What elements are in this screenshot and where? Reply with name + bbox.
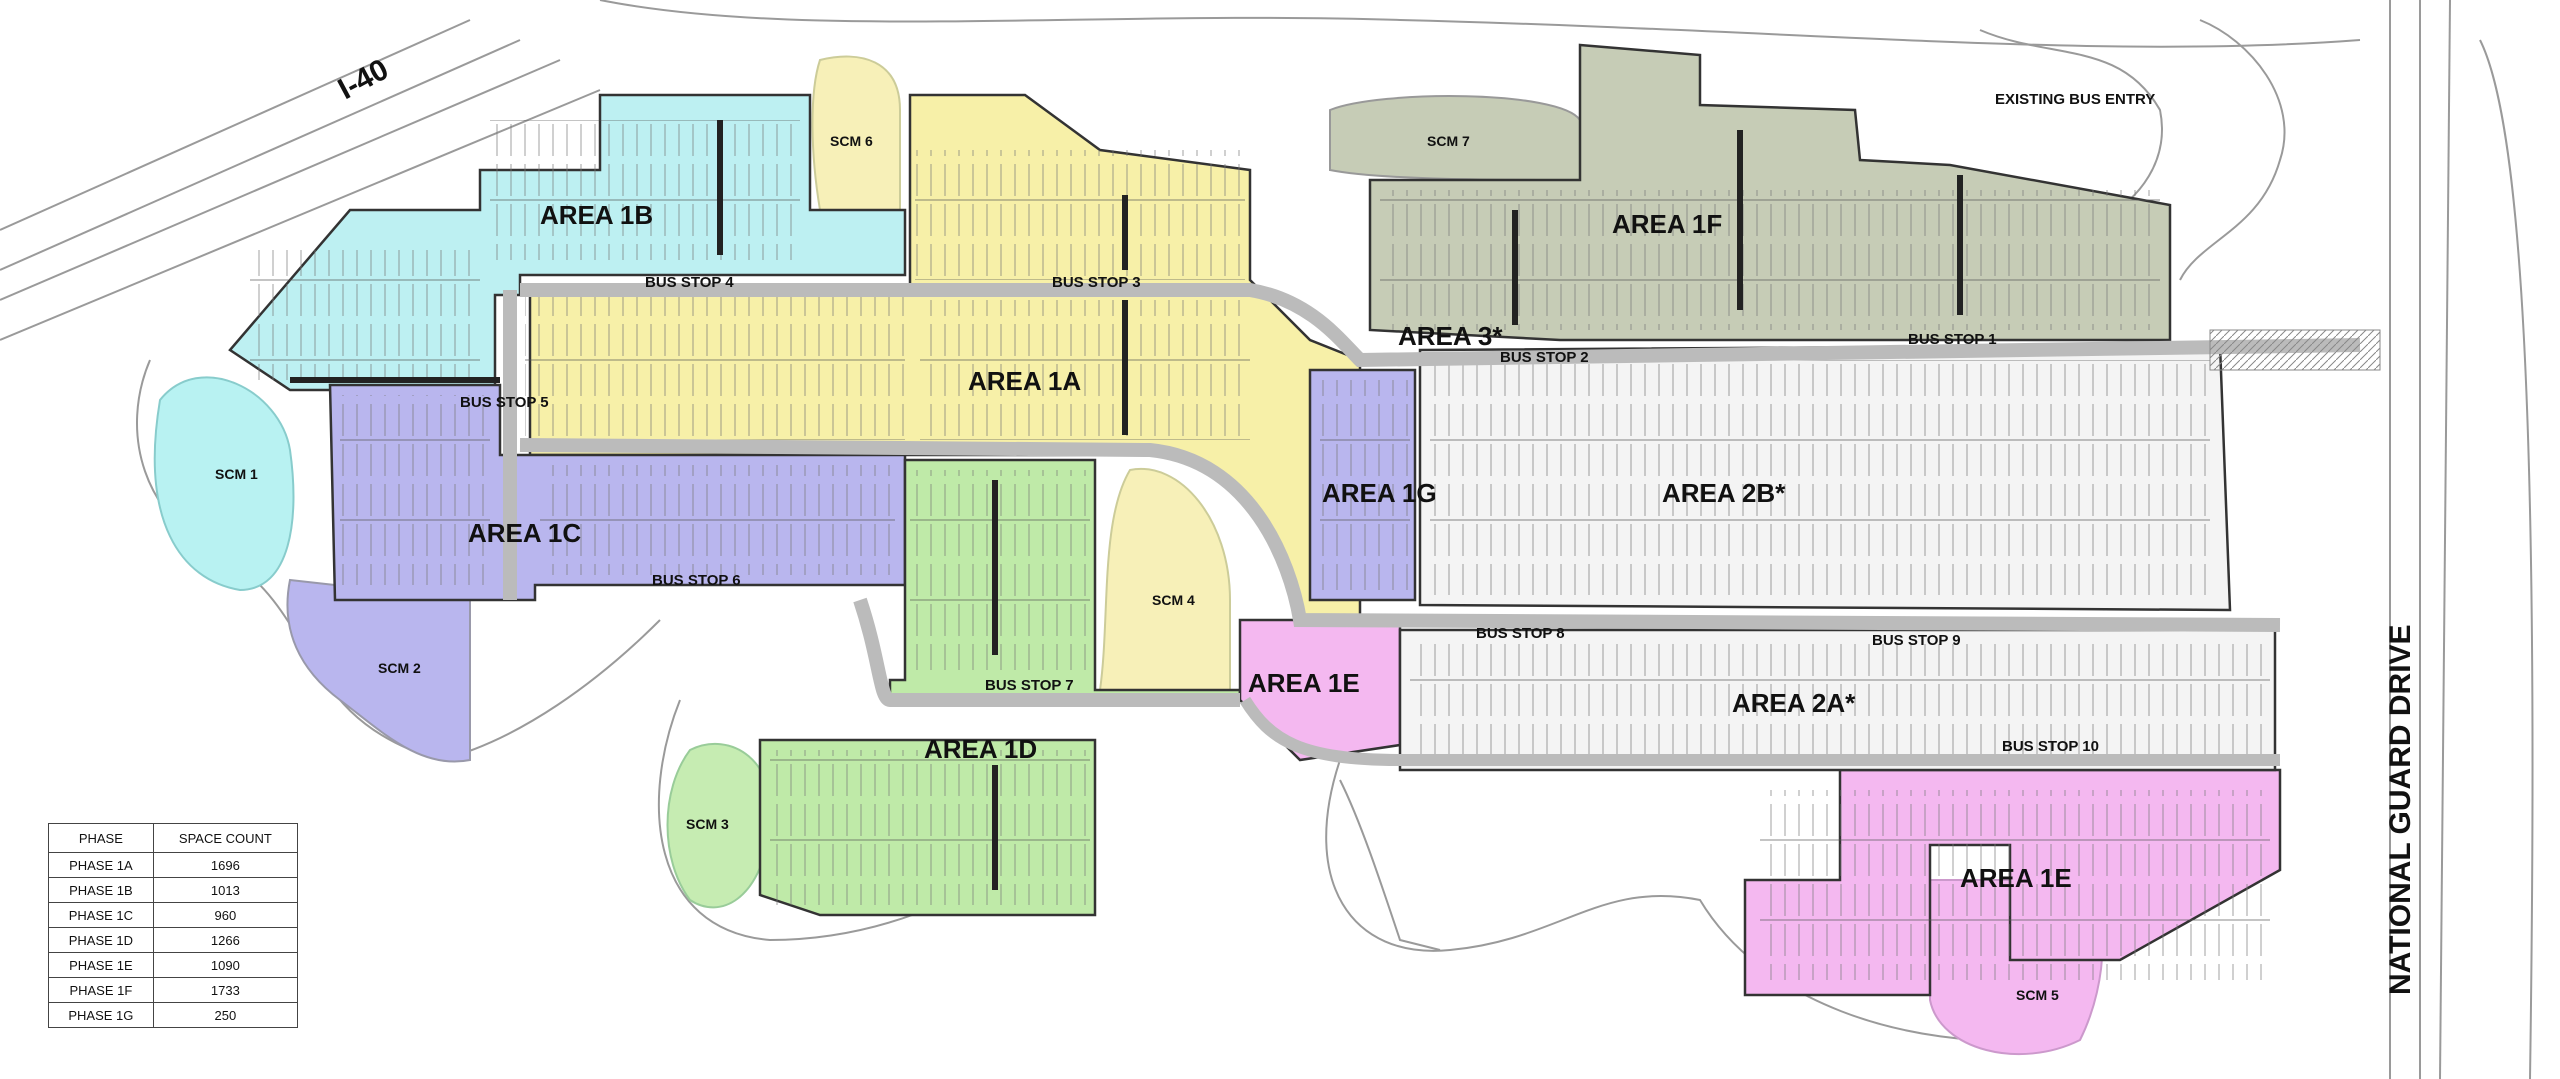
phase-cell: PHASE 1D: [48, 927, 154, 953]
table-row: PHASE 1D 1266: [48, 927, 299, 953]
table-row: PHASE 1G 250: [48, 1002, 299, 1028]
space-count-cell: 1266: [152, 927, 299, 953]
bus-stop-label: BUS STOP 3: [1052, 274, 1141, 291]
table-row: PHASE 1B 1013: [48, 877, 299, 903]
area-label: AREA 1G: [1322, 478, 1437, 508]
scm-label: SCM 7: [1427, 133, 1470, 149]
area-label: AREA 1E: [1960, 863, 2072, 893]
area-label: AREA 1E: [1248, 668, 1360, 698]
bus-stop-label: BUS STOP 9: [1872, 632, 1961, 649]
area-label: AREA 1D: [924, 734, 1037, 764]
driveways: [503, 283, 2381, 766]
table-header-row: PHASE SPACE COUNT: [48, 823, 299, 853]
space-count-cell: 1013: [152, 877, 299, 903]
phase-cell: PHASE 1G: [48, 1002, 154, 1028]
space-count-cell: 250: [152, 1002, 299, 1028]
space-count-cell: 960: [152, 902, 299, 928]
scm-label: SCM 1: [215, 466, 258, 482]
scm-label: SCM 4: [1152, 592, 1195, 608]
phase-cell: PHASE 1E: [48, 952, 154, 978]
bus-stop-label: BUS STOP 8: [1476, 625, 1565, 642]
scm-label: SCM 3: [686, 816, 729, 832]
scm-label: SCM 5: [2016, 987, 2059, 1003]
map-labels: I-40 NATIONAL GUARD DRIVE EXISTING BUS E…: [215, 53, 2417, 1003]
space-count-cell: 1696: [152, 852, 299, 878]
phase-cell: PHASE 1A: [48, 852, 154, 878]
bus-stop-label: BUS STOP 10: [2002, 738, 2099, 755]
bus-stop-label: BUS STOP 6: [652, 572, 741, 589]
phase-cell: PHASE 1F: [48, 977, 154, 1003]
center-islands: [290, 120, 1963, 890]
table-row: PHASE 1E 1090: [48, 952, 299, 978]
area-label: AREA 3*: [1398, 321, 1503, 351]
bus-stop-label: BUS STOP 4: [645, 274, 734, 291]
bus-stop-label: BUS STOP 7: [985, 677, 1074, 694]
area-label: AREA 1A: [968, 366, 1081, 396]
scm-label: SCM 2: [378, 660, 421, 676]
area-label: AREA 1F: [1612, 209, 1722, 239]
area-label: AREA 1C: [468, 518, 581, 548]
space-count-cell: 1090: [152, 952, 299, 978]
column-header: SPACE COUNT: [152, 823, 299, 853]
column-header: PHASE: [48, 823, 154, 853]
area-label: AREA 2A*: [1732, 688, 1856, 718]
bus-stop-label: BUS STOP 5: [460, 394, 549, 411]
phase-cell: PHASE 1B: [48, 877, 154, 903]
parking-stalls: [250, 120, 2270, 980]
scm-label: SCM 6: [830, 133, 873, 149]
table-row: PHASE 1A 1696: [48, 852, 299, 878]
area-label: AREA 1B: [540, 200, 653, 230]
road-label: NATIONAL GUARD DRIVE: [2384, 624, 2417, 995]
phase-space-count-table: PHASE SPACE COUNT PHASE 1A 1696 PHASE 1B…: [48, 823, 299, 1028]
highway-label: I-40: [333, 53, 394, 106]
existing-bus-entry-label: EXISTING BUS ENTRY: [1995, 91, 2155, 108]
bus-stop-label: BUS STOP 1: [1908, 331, 1997, 348]
area-label: AREA 2B*: [1662, 478, 1786, 508]
phase-cell: PHASE 1C: [48, 902, 154, 928]
space-count-cell: 1733: [152, 977, 299, 1003]
table-row: PHASE 1F 1733: [48, 977, 299, 1003]
table-row: PHASE 1C 960: [48, 902, 299, 928]
bus-stop-label: BUS STOP 2: [1500, 349, 1589, 366]
